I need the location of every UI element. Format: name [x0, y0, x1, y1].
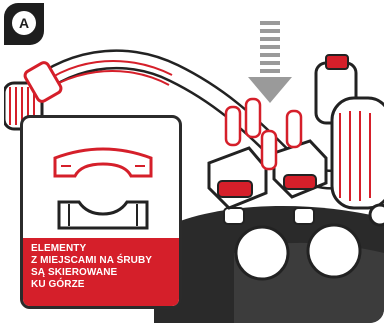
callout-line-1: ELEMENTY	[31, 243, 173, 255]
clamp-bolt-head	[224, 208, 244, 224]
clamp-bottom-half-icon	[59, 202, 147, 228]
step-badge: A	[4, 3, 44, 45]
callout-inset: ELEMENTY Z MIEJSCAMI NA ŚRUBY SĄ SKIEROW…	[20, 115, 182, 309]
clamp-top-half-icon	[55, 149, 151, 176]
fork-clamp-left	[236, 227, 288, 279]
callout-line-3: SĄ SKIEROWANE	[31, 267, 173, 279]
callout-line-4: KU GÓRZE	[31, 279, 173, 291]
fork-clamp-right	[308, 225, 360, 277]
callout-caption: ELEMENTY Z MIEJSCAMI NA ŚRUBY SĄ SKIEROW…	[23, 238, 179, 306]
instruction-illustration: A ELEMENTY Z MIEJSCAMI NA ŚRUBY SĄ SKIER…	[4, 3, 384, 323]
clamp-bolt-head	[294, 208, 314, 224]
callout-line-2: Z MIEJSCAMI NA ŚRUBY	[31, 255, 173, 267]
step-badge-label: A	[12, 11, 36, 35]
handlebar-clamp-right	[274, 141, 326, 197]
handlebar-clamp-left	[209, 148, 266, 208]
down-arrow-icon	[248, 21, 292, 103]
right-grip	[316, 55, 384, 225]
